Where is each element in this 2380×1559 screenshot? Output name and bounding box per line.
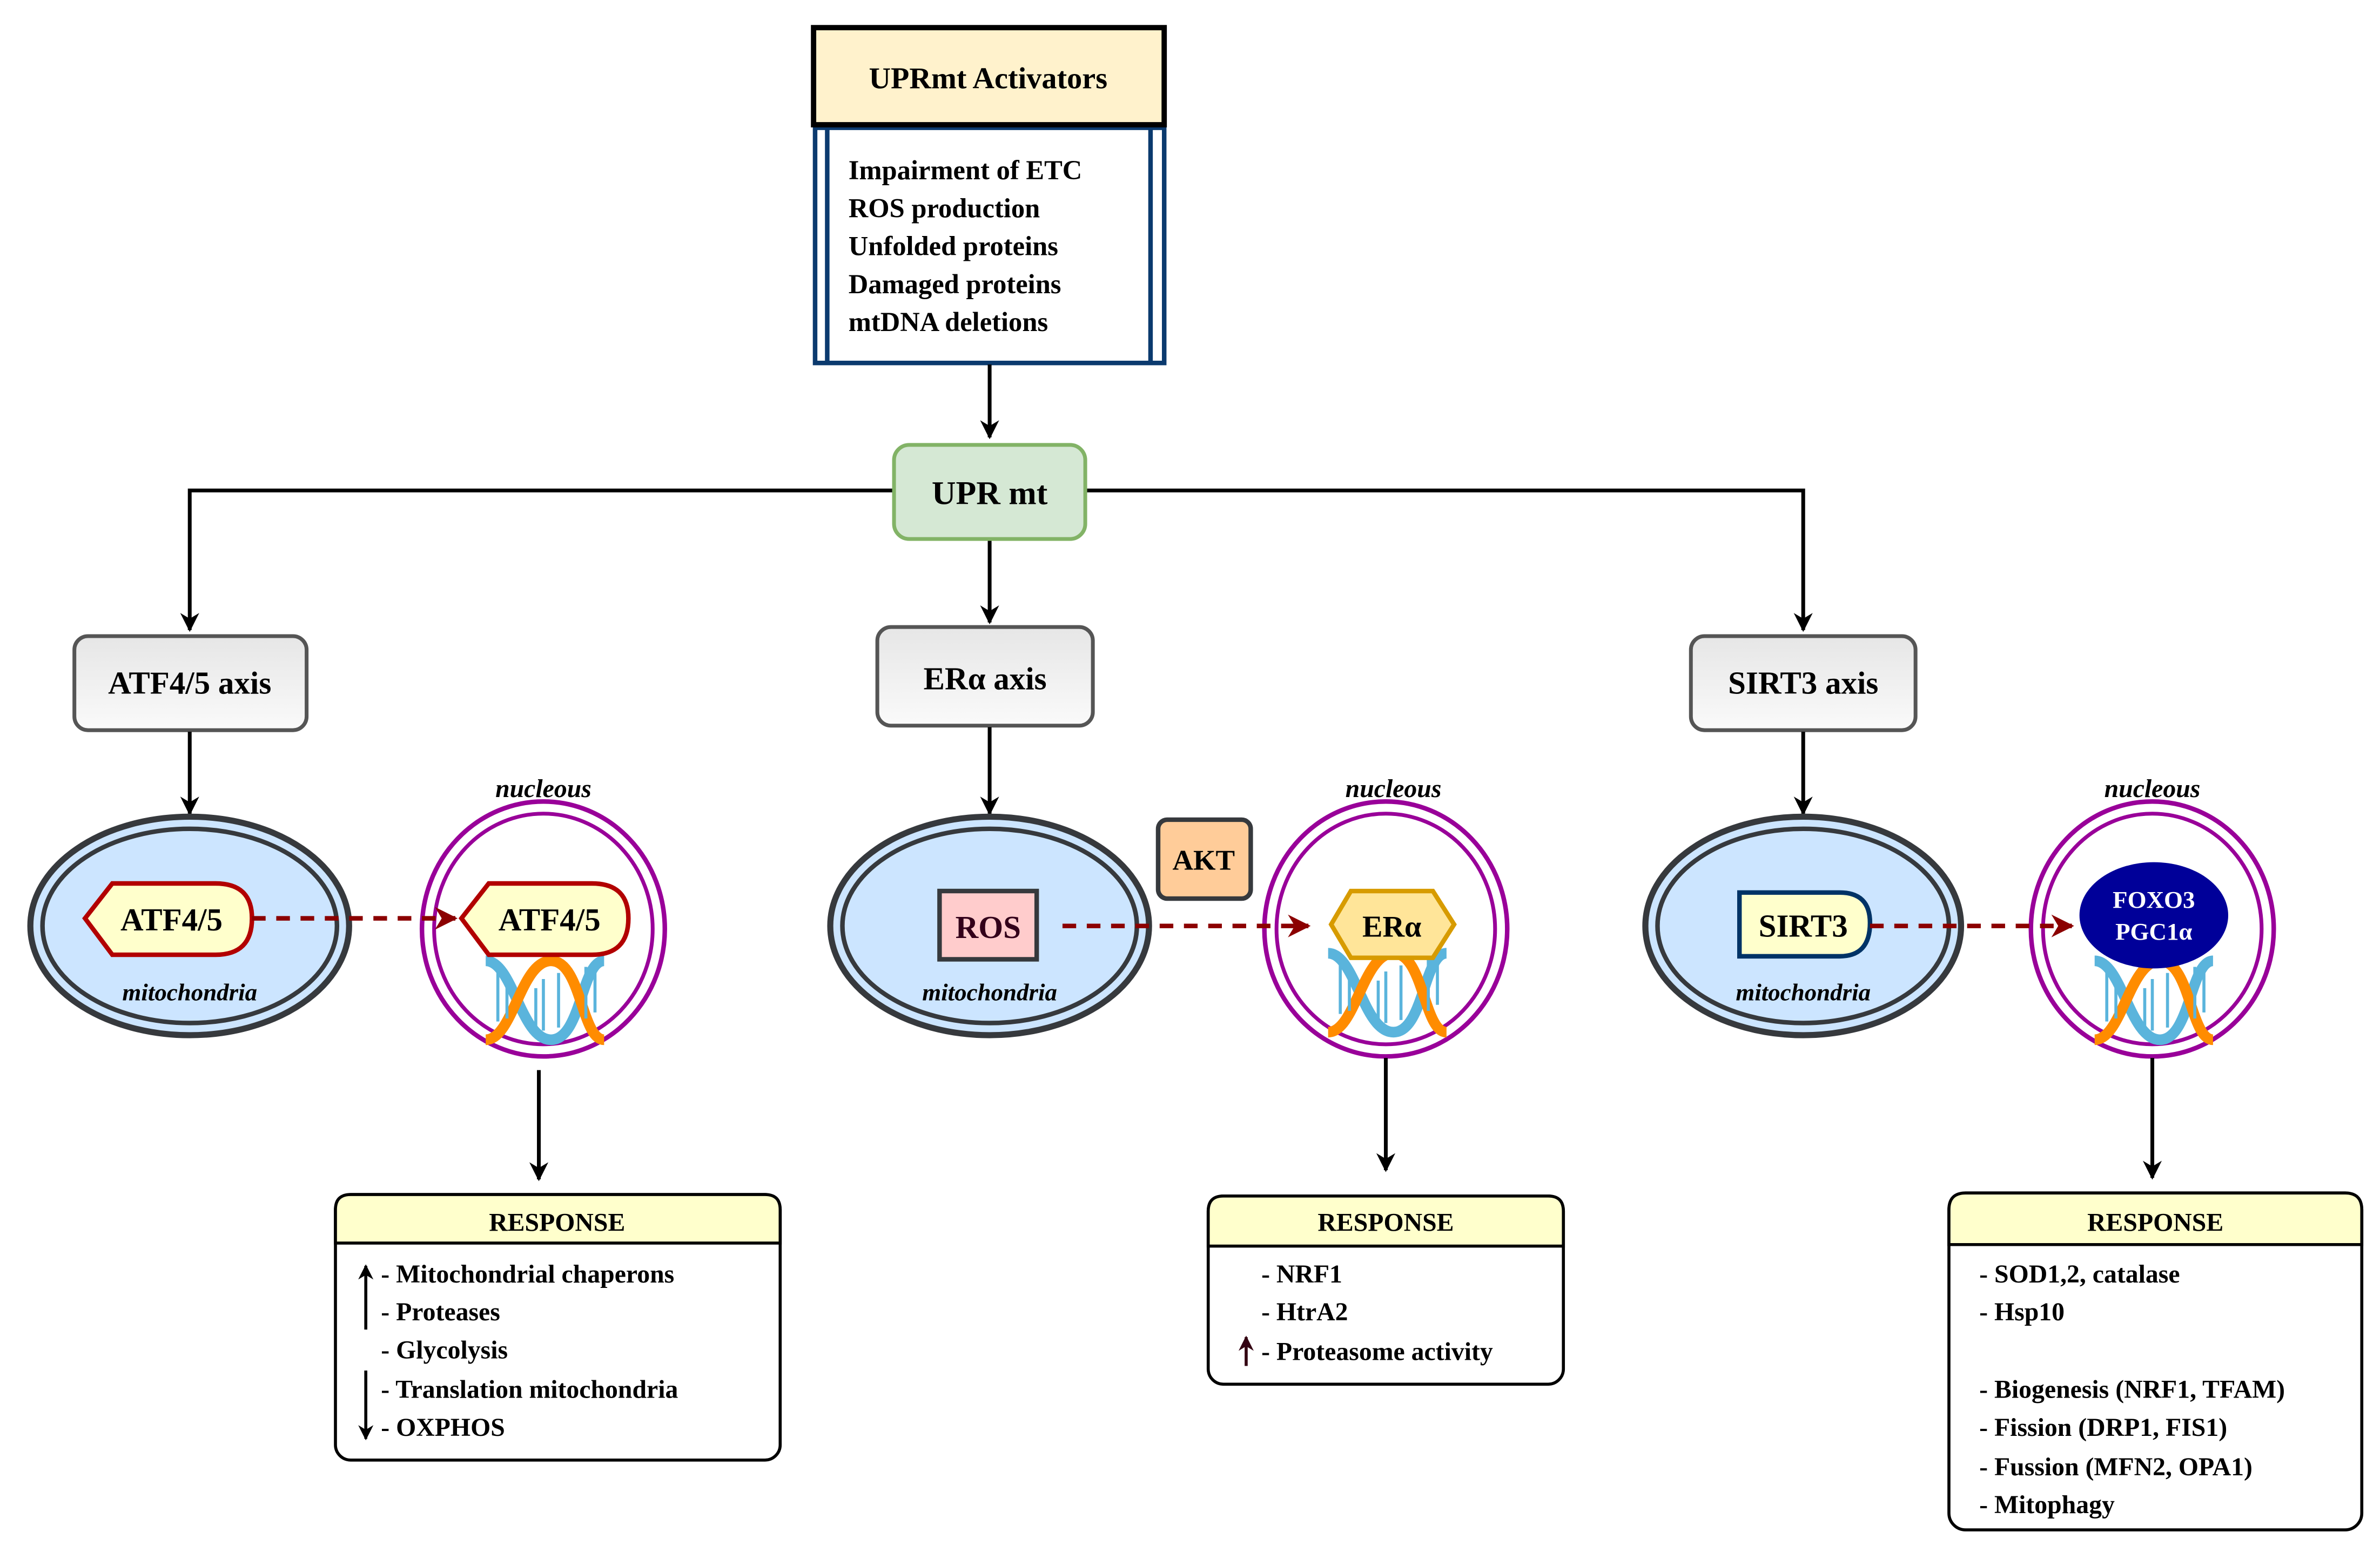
response-item: - Proteases (381, 1298, 500, 1326)
activators-box: UPRmt Activators Impairment of ETC ROS p… (811, 25, 1167, 366)
akt-label: AKT (1172, 844, 1235, 876)
response-title: RESPONSE (1317, 1208, 1454, 1237)
nucleus-label: nucleous (1346, 774, 1442, 803)
response-item: - Proteasome activity (1261, 1337, 1493, 1366)
response-item: - HtrA2 (1261, 1298, 1348, 1326)
era-nucleus-protein: ERα (1328, 888, 1457, 960)
activator-item: ROS production (849, 193, 1040, 223)
response-item: - NRF1 (1261, 1260, 1342, 1288)
axis-label: ATF4/5 axis (108, 665, 271, 701)
response-item: - Hsp10 (1979, 1298, 2065, 1326)
response-box-atf45: RESPONSE - Mitochondrial chaperons - Pro… (334, 1193, 782, 1462)
response-item: - SOD1,2, catalase (1979, 1260, 2180, 1288)
hub-label: UPR mt (932, 475, 1048, 511)
protein-label: ROS (956, 909, 1021, 945)
response-item: - Fission (DRP1, FIS1) (1979, 1413, 2227, 1442)
axis-label: ERα axis (924, 660, 1047, 696)
akt-node: AKT (1155, 817, 1253, 901)
sirt3-mito-protein: SIRT3 (1737, 890, 1873, 959)
activator-item: Unfolded proteins (849, 231, 1058, 261)
nucleus-label: nucleous (495, 774, 591, 803)
activators-header (811, 25, 1167, 127)
nucleus-label: nucleous (2105, 774, 2201, 803)
mitochondria-label: mitochondria (922, 978, 1057, 1005)
ros-mito-protein: ROS (937, 888, 1039, 962)
connector-hub-left (180, 488, 893, 632)
response-box-sirt3: RESPONSE - SOD1,2, catalase - Hsp10 - Bi… (1947, 1191, 2364, 1531)
response-title: RESPONSE (2087, 1208, 2223, 1237)
protein-label: FOXO3 (2113, 886, 2195, 913)
protein-label: ERα (1362, 910, 1421, 943)
foxo3-pgc1a-nucleus-protein: FOXO3 PGC1α (2079, 862, 2229, 969)
response-item: - Fussion (MFN2, OPA1) (1979, 1453, 2253, 1481)
axis-box-era: ERα axis (875, 625, 1095, 728)
response-item: - Translation mitochondria (381, 1375, 678, 1404)
atf45-mito-protein: ATF4/5 (82, 881, 254, 957)
response-item: - Glycolysis (381, 1335, 508, 1364)
atf45-nucleus-protein: ATF4/5 (458, 881, 631, 957)
response-item: - Mitophagy (1979, 1490, 2115, 1519)
axis-box-sirt3: SIRT3 axis (1689, 634, 1918, 732)
protein-label: PGC1α (2115, 918, 2192, 945)
connector-hub-right (1086, 488, 1813, 632)
response-title: RESPONSE (489, 1208, 625, 1237)
activator-item: Impairment of ETC (849, 155, 1083, 185)
axis-box-atf45: ATF4/5 axis (72, 634, 309, 732)
uprmt-hub-node: UPR mt (892, 443, 1087, 541)
response-item: - Biogenesis (NRF1, TFAM) (1979, 1375, 2285, 1404)
mitochondria-label: mitochondria (1736, 978, 1871, 1005)
mitochondria-label: mitochondria (122, 978, 257, 1005)
activator-item: mtDNA deletions (849, 307, 1048, 337)
axis-label: SIRT3 axis (1728, 665, 1878, 701)
activator-item: Damaged proteins (849, 269, 1061, 299)
response-box-era: RESPONSE - NRF1 - HtrA2 - Proteasome act… (1206, 1194, 1565, 1386)
response-item: - OXPHOS (381, 1413, 505, 1442)
protein-label: ATF4/5 (120, 902, 223, 937)
response-item: - Mitochondrial chaperons (381, 1260, 674, 1288)
activators-title: UPRmt Activators (869, 62, 1107, 96)
protein-label: ATF4/5 (499, 902, 601, 937)
protein-label: SIRT3 (1759, 908, 1848, 943)
